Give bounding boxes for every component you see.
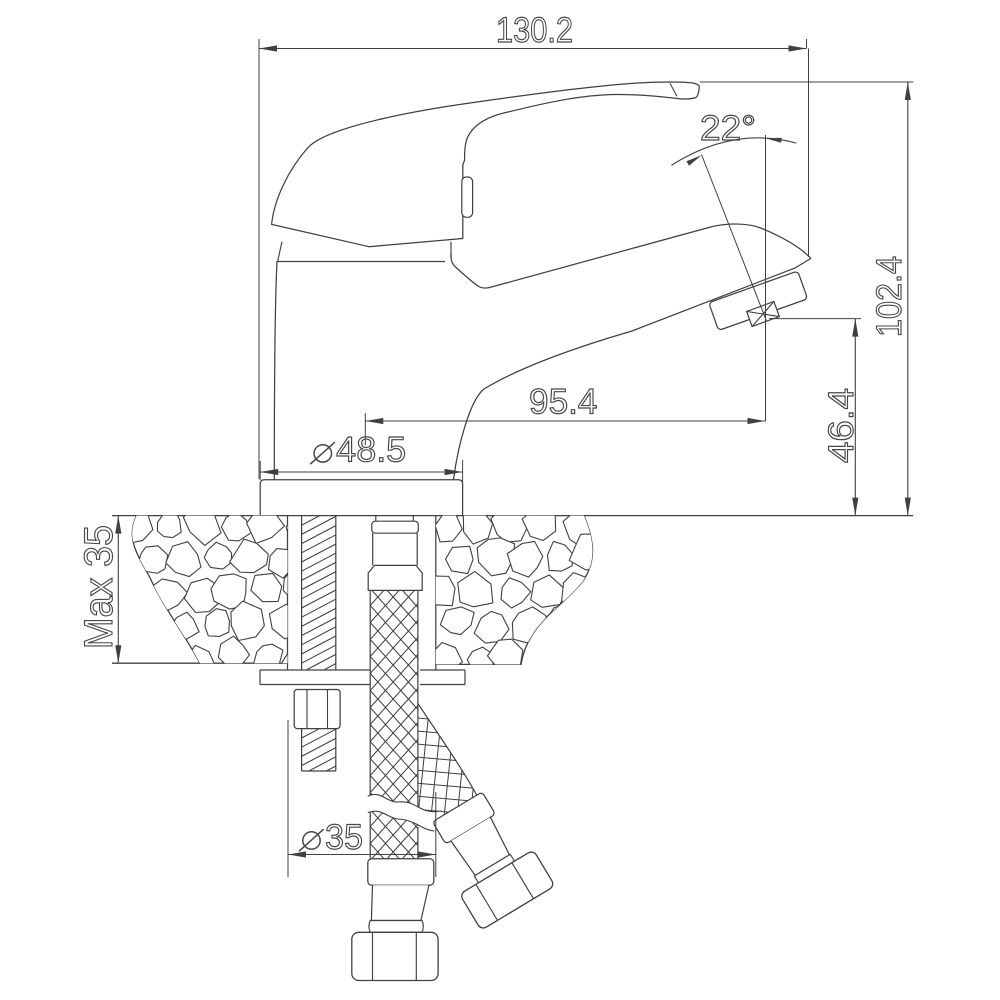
svg-text:22°: 22° xyxy=(700,109,756,148)
svg-text:95.4: 95.4 xyxy=(529,383,598,422)
svg-text:Max 35: Max 35 xyxy=(77,525,121,649)
svg-text:35: 35 xyxy=(325,818,363,857)
svg-text:46.4: 46.4 xyxy=(822,388,861,463)
svg-text:48.5: 48.5 xyxy=(336,431,406,470)
svg-text:102.4: 102.4 xyxy=(870,256,909,337)
svg-text:130.2: 130.2 xyxy=(496,11,573,50)
